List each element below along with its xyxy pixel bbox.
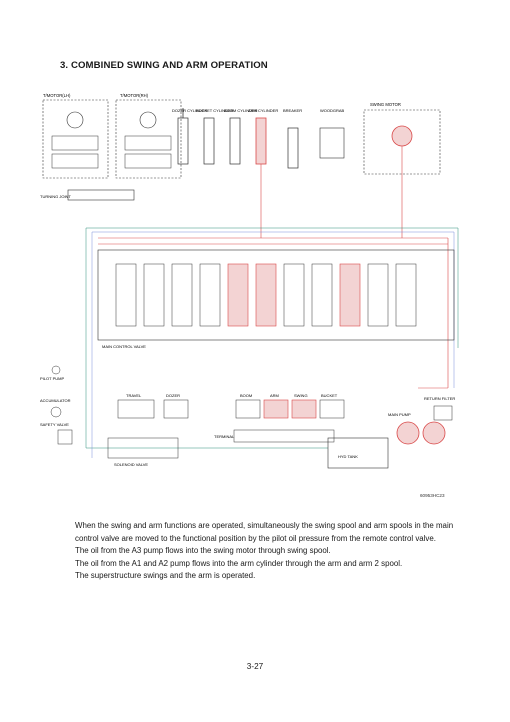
figure-id: 60953HC23 [420, 493, 445, 498]
dozer-cylinder: DOZER CYLINDER [172, 108, 207, 165]
travel-motor-rh: T/MOTOR(RH) [115, 93, 182, 179]
page-title: 3. COMBINED SWING AND ARM OPERATION [60, 60, 268, 71]
swing-motor: SWING MOTOR [363, 102, 441, 175]
main-pump-label: MAIN PUMP [388, 412, 411, 417]
arm-cylinder: ARM CYLINDER [248, 108, 278, 165]
page-number: 3-27 [246, 662, 264, 671]
rcv-arm-label: ARM [270, 393, 279, 398]
pressure-lines [98, 146, 449, 389]
pilot-pump: PILOT PUMP [40, 365, 64, 381]
rcv-boom-label: BOOM [240, 393, 252, 398]
dozer-cylinder-label: DOZER CYLINDER [172, 108, 207, 113]
pilot-pump-label: PILOT PUMP [40, 376, 64, 381]
turning-joint: TURNING JOINT [40, 189, 135, 201]
safety-valve-label: SAFETY VALVE [40, 422, 69, 427]
arm-cylinder-label: ARM CYLINDER [248, 108, 278, 113]
hydraulic-circuit-diagram: T/MOTOR(LH) T/MOTOR(RH) DOZER CYLINDER B… [40, 93, 459, 469]
accumulator: ACCUMULATOR [40, 398, 71, 418]
hyd-tank-label: HYD TANK [338, 454, 358, 459]
remote-control-valves: TRAVEL DOZER BOOM ARM SWING BUCKET [117, 393, 345, 419]
swing-motor-label: SWING MOTOR [370, 102, 401, 107]
paragraph: The superstructure swings and the arm is… [75, 571, 256, 581]
bucket-cylinder: BUCKET CYLINDER [196, 108, 234, 165]
safety-valve: SAFETY VALVE [40, 422, 73, 445]
travel-motor-lh: T/MOTOR(LH) [42, 93, 109, 179]
paragraph: The oil from the A3 pump flows into the … [75, 546, 331, 556]
solenoid-valve-label: SOLENOID VALVE [114, 462, 148, 467]
breaker-label: BREAKER [283, 108, 302, 113]
bucket-cylinder-label: BUCKET CYLINDER [196, 108, 234, 113]
travel-motor-lh-label: T/MOTOR(LH) [43, 93, 71, 98]
rcv-bucket-label: BUCKET [321, 393, 338, 398]
main-control-valve: MAIN CONTROL VALVE [97, 249, 455, 349]
return-filter: RETURN FILTER [424, 396, 455, 421]
turning-joint-label: TURNING JOINT [40, 194, 71, 199]
paragraph: When the swing and arm functions are ope… [75, 521, 454, 543]
rcv-travel-label: TRAVEL [126, 393, 142, 398]
woodgrab-label: WOODGRAB [320, 108, 345, 113]
woodgrab: WOODGRAB [319, 108, 345, 159]
return-filter-label: RETURN FILTER [424, 396, 455, 401]
accumulator-label: ACCUMULATOR [40, 398, 71, 403]
terminal-label: TERMINAL [214, 434, 235, 439]
boom-cylinder-label: BOOM CYLINDER [224, 108, 258, 113]
main-pump: MAIN PUMP [388, 412, 446, 445]
pilot-lines [85, 227, 459, 449]
rcv-dozer-label: DOZER [166, 393, 180, 398]
solenoid-valve: SOLENOID VALVE [107, 437, 179, 467]
breaker: BREAKER [283, 108, 302, 169]
terminal: TERMINAL [214, 429, 335, 443]
travel-motor-rh-label: T/MOTOR(RH) [120, 93, 149, 98]
paragraph: The oil from the A1 and A2 pump flows in… [75, 558, 403, 568]
rcv-swing-label: SWING [294, 393, 308, 398]
description-text: When the swing and arm functions are ope… [75, 520, 475, 583]
boom-cylinder: BOOM CYLINDER [224, 108, 258, 165]
hyd-tank: HYD TANK [327, 437, 389, 469]
main-control-valve-label: MAIN CONTROL VALVE [102, 344, 146, 349]
